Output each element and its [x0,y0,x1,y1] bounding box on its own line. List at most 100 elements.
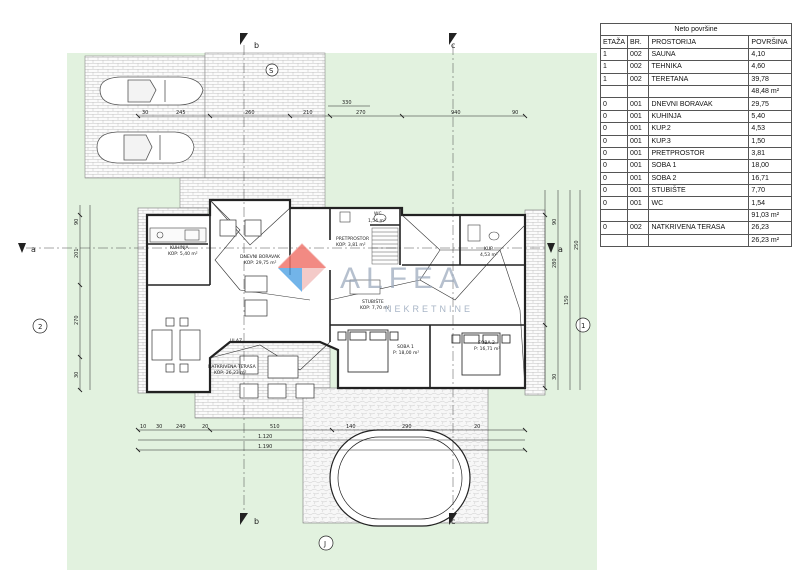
north-marker [265,63,279,77]
dim-bottom-6: 140 [346,424,356,430]
room-soba2-area: P: 16,71 m² [474,346,500,352]
room-dnevni-name: DNEVNI BORAVAK [240,254,281,260]
cell-room: KUP.2 [648,122,750,136]
net-area-table: Neto površine ETAŽA BR. PROSTORIJA POVRŠ… [599,22,792,248]
cell-room [648,84,750,99]
cell-no: 001 [627,196,650,210]
cell-no: 001 [627,184,650,198]
cell-floor: 0 [599,196,629,210]
dim-top-5: 270 [356,110,366,116]
cell-no: 002 [627,221,650,235]
dim-left-1: 90 [74,219,80,225]
cell-room: KUP.3 [648,134,750,148]
cell-floor: 0 [599,134,629,148]
room-soba2-name: SOBA 2 [478,340,495,346]
grid-label-2: 2 [38,323,42,331]
dim-bottom-7: 290 [402,424,412,430]
car-bottom [96,131,195,164]
cell-area: 7,70 [748,184,792,198]
col-povrsina: POVRŠINA [748,35,792,49]
room-terasa-name: NATKRIVENA TERASA [208,364,257,370]
room-kup-name: KUP. [484,246,494,252]
cell-room: NATKRIVENA TERASA [648,221,750,235]
dim-left-4: 30 [74,372,80,378]
cell-no: 001 [627,122,650,136]
cell-no: 001 [627,146,650,161]
cell-room: SOBA 2 [648,171,750,186]
dim-top-1: 30 [142,110,148,116]
swimming-pool [329,429,471,527]
cell-floor [599,208,629,223]
cell-no: 002 [627,72,650,86]
cell-no: 002 [627,60,650,74]
table-row: 26,23 m² [599,233,792,248]
room-stubiste-name: STUBIŠTE [362,298,384,305]
dim-right-4: 250 [574,240,580,250]
section-label-c-top: c [451,41,455,50]
bed-soba-2 [451,332,511,376]
dim-top-2: 245 [176,110,186,116]
table-title: Neto površine [600,22,792,37]
dim-bottom-3: 240 [176,424,186,430]
dim-bottom-4: 20 [202,424,208,430]
room-soba1-area: P: 18,00 m² [393,350,419,356]
cell-no [627,84,650,99]
cell-no: 001 [627,97,650,111]
dim-right-3: 150 [564,295,570,305]
cell-area: 4,60 [748,60,792,74]
col-prostorija: PROSTORIJA [648,35,750,49]
cell-area: 1,54 [748,196,792,210]
dim-top-total: 330 [342,100,352,106]
cell-area: 91,03 m² [748,208,792,223]
cell-floor: 0 [599,159,629,173]
dim-top-3: 260 [245,110,255,116]
dim-bottom-8: 20 [474,424,480,430]
cell-area: 18,00 [748,159,792,173]
cell-area: 4,10 [748,47,792,62]
dim-left-2: 201 [74,248,80,258]
cell-area: 48,48 m² [748,84,792,99]
grid-bubble-1 [575,317,591,333]
room-dnevni-area: KOP: 29,75 m² [244,260,277,266]
room-pretprostor-area: KOP: 3,81 m² [336,242,366,248]
cell-room [648,233,750,248]
car-top [99,76,204,106]
cell-room: WC [648,196,750,210]
cell-room: TEHNIKA [648,60,750,74]
col-etaza: ETAŽA [599,35,629,49]
cell-floor: 1 [599,47,629,62]
dim-bottom-1: 10 [140,424,146,430]
room-kuhinja-name: KUHINJA [170,245,189,251]
room-ulaz-name: ULAZ [230,338,242,344]
alfea-watermark: ALFEA NEKRETNINE [277,242,473,314]
cell-area: 26,23 [748,221,792,235]
section-label-a-right: a [558,245,563,254]
cell-floor [599,84,629,99]
cell-floor: 0 [599,97,629,111]
dim-top-7: 90 [512,110,518,116]
east-paving [524,209,546,396]
cell-area: 26,23 m² [748,233,792,248]
cell-area: 3,81 [748,146,792,161]
cell-room: SAUNA [648,47,750,62]
section-label-a-left: a [31,245,36,254]
dim-right-5: 30 [552,374,558,380]
watermark-sub: NEKRETNINE [385,304,473,314]
front-path-paving [204,52,326,179]
table-row: 48,48 m² [599,84,792,99]
grid-label-j: J [323,540,326,548]
cell-area: 16,71 [748,171,792,186]
cell-floor: 0 [599,109,629,124]
cell-room: TERETANA [648,72,750,86]
grid-bubble-2 [32,318,48,334]
cell-floor [599,233,629,248]
cell-no: 001 [627,159,650,173]
cell-area: 29,75 [748,97,792,111]
